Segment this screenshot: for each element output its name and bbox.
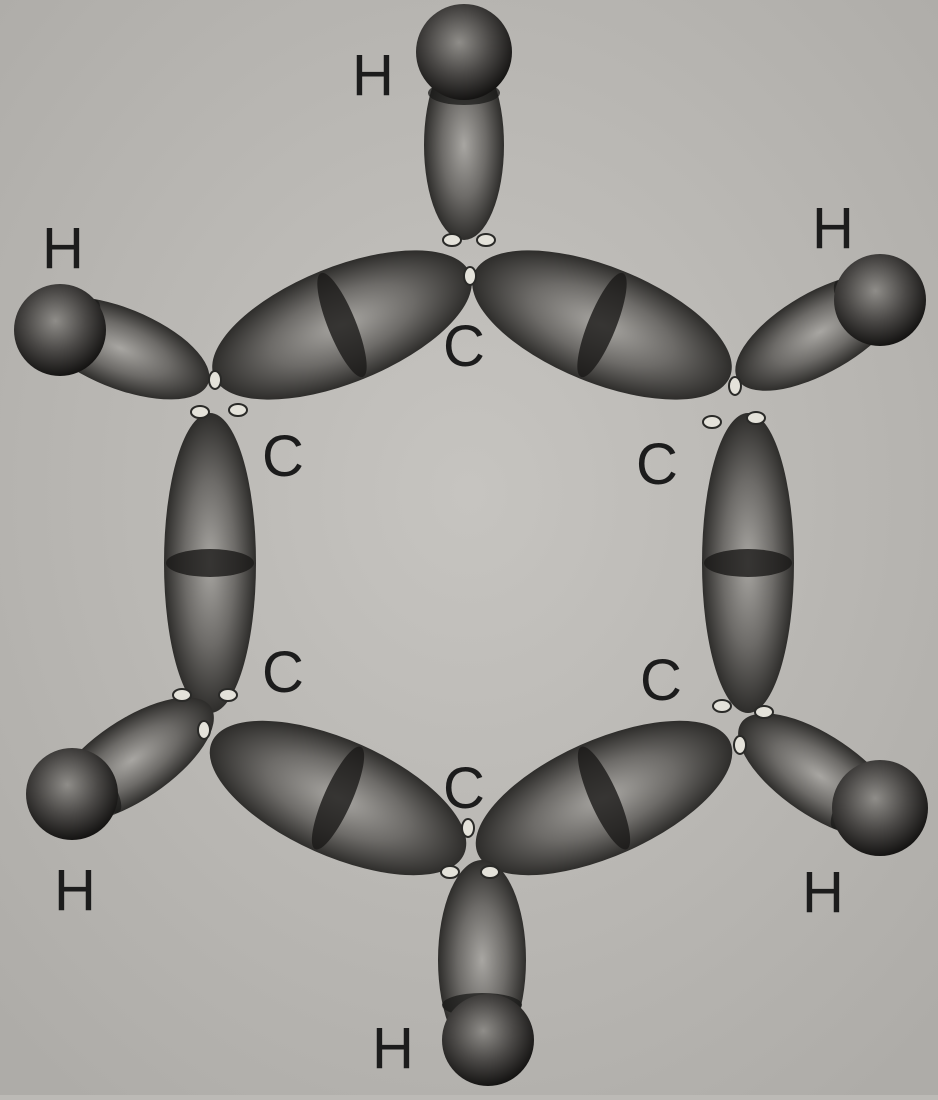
ch-bond-bottom [438, 860, 534, 1086]
cc-bond-bottom-lowerright [475, 720, 733, 876]
ch-bond-top [416, 4, 512, 240]
cc-bond-lowerleft-bottom [209, 720, 467, 876]
label-hydrogen-top: H [352, 43, 394, 108]
ch-bond-lowerright [738, 713, 928, 856]
cc-bond-top-upperleft [212, 250, 472, 400]
label-carbon-upperleft: C [262, 424, 304, 489]
label-hydrogen-upperleft: H [42, 216, 84, 281]
carbon-nucleus-top [442, 233, 496, 286]
carbon-nuclei [172, 233, 774, 879]
label-hydrogen-upperright: H [812, 196, 854, 261]
label-carbon-upperright: C [636, 432, 678, 497]
carbon-nucleus-lowerleft [172, 688, 238, 740]
carbon-nucleus-upperleft [190, 370, 248, 419]
label-carbon-lowerright: C [640, 648, 682, 713]
ch-bond-lowerleft [26, 697, 214, 840]
carbon-nucleus-bottom [440, 818, 500, 879]
carbon-nucleus-lowerright [712, 699, 774, 755]
label-hydrogen-bottom: H [372, 1016, 414, 1081]
cc-bond-top-upperright [472, 250, 732, 400]
cc-bond-right [702, 413, 794, 713]
label-hydrogen-lowerleft: H [54, 858, 96, 923]
hydrogen-orbital-upperright [834, 254, 926, 346]
hydrogen-orbital-lowerright [832, 760, 928, 856]
ch-bond-upperleft [14, 284, 210, 400]
hydrogen-orbital-bottom [442, 994, 534, 1086]
carbon-nucleus-upperright [702, 376, 766, 429]
hydrogen-orbital-upperleft [14, 284, 106, 376]
cc-bond-left [164, 413, 256, 713]
label-hydrogen-lowerright: H [802, 860, 844, 925]
ch-bond-upperright [735, 254, 926, 391]
hydrogen-orbital-top [416, 4, 512, 100]
label-carbon-bottom: C [443, 756, 485, 821]
hydrogen-orbital-lowerleft [26, 748, 118, 840]
label-carbon-top: C [443, 314, 485, 379]
label-carbon-lowerleft: C [262, 640, 304, 705]
